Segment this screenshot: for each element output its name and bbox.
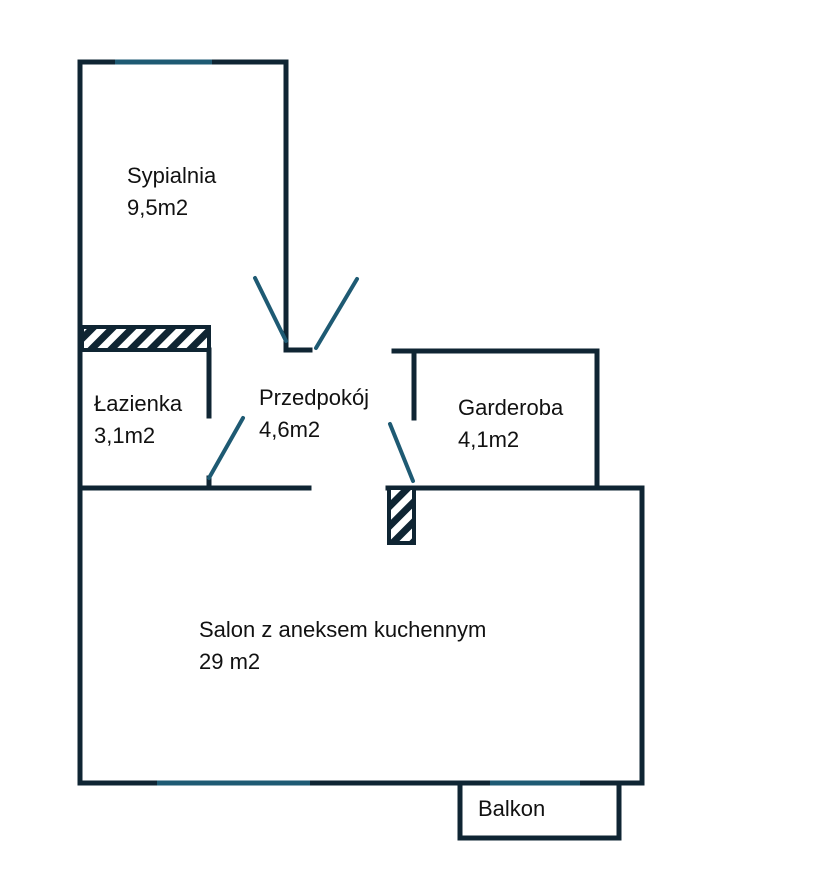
windows [115, 59, 580, 786]
door-bedroom-right [314, 277, 359, 350]
room-area: 4,6m2 [259, 417, 321, 442]
room-name: Salon z aneksem kuchennym [199, 617, 487, 642]
room-name: Balkon [478, 796, 546, 821]
room-name: Garderoba [458, 395, 564, 420]
room-label-salon: Salon z aneksem kuchennym 29 m2 [199, 614, 486, 678]
room-label-przedpokoj: Przedpokój 4,6m2 [259, 382, 369, 446]
door-bathroom [207, 416, 245, 480]
room-label-balkon: Balkon [478, 793, 545, 825]
room-area: 3,1m2 [94, 423, 156, 448]
room-area: 29 m2 [199, 649, 261, 674]
room-name: Łazienka [94, 391, 183, 416]
room-label-lazienka: Łazienka 3,1m2 [94, 388, 182, 452]
room-name: Przedpokój [259, 385, 370, 410]
hatched-column [387, 486, 416, 545]
room-label-sypialnia: Sypialnia 9,5m2 [127, 160, 216, 224]
room-area: 9,5m2 [127, 195, 189, 220]
door-bedroom-left [253, 276, 288, 343]
hatched-wall-bathroom [80, 325, 211, 352]
room-area: 4,1m2 [458, 427, 520, 452]
room-name: Sypialnia [127, 163, 217, 188]
room-label-garderoba: Garderoba 4,1m2 [458, 392, 563, 456]
door-wardrobe [388, 422, 415, 483]
doors [207, 276, 415, 483]
